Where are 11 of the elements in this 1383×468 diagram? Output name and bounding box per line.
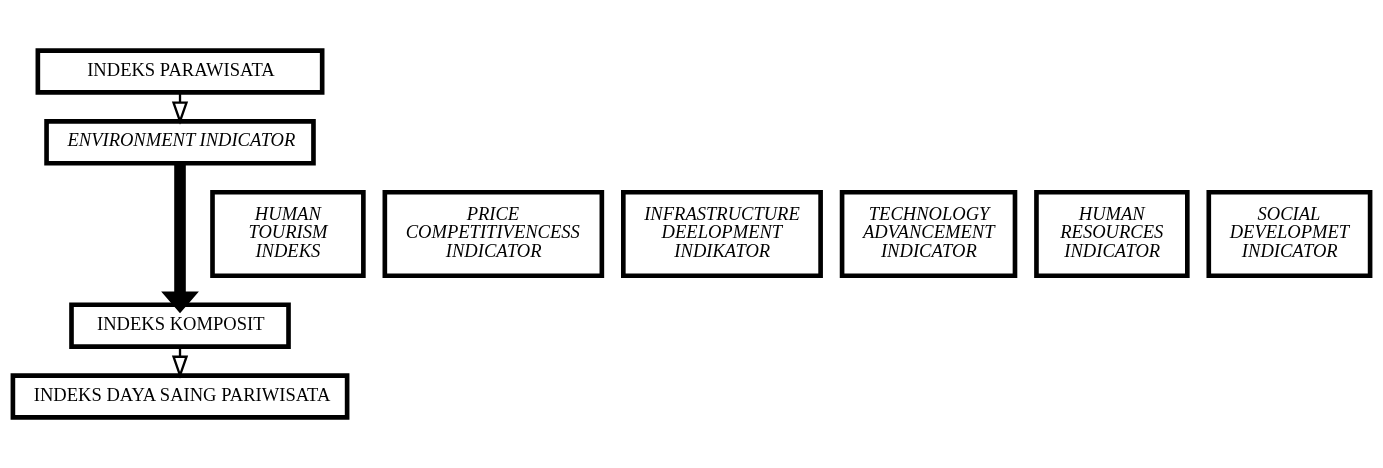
node-box: INDEKS PARAWISATA [35, 48, 325, 95]
arrow [161, 163, 199, 314]
node-box: INDEKS KOMPOSIT [69, 302, 291, 349]
node-box: TECHNOLOGY ADVANCEMENT INDICATOR [839, 189, 1018, 279]
node-box: PRICE COMPETITIVENCESS INDICATOR [382, 189, 605, 279]
node-box: HUMAN RESOURCES INDICATOR [1034, 189, 1190, 279]
node-box: SOCIAL DEVELOPMET INDICATOR [1206, 189, 1373, 279]
node-box: INFRASTRUCTURE DEELOPMENT INDIKATOR [621, 189, 823, 279]
node-box: HUMAN TOURISM INDEKS [210, 189, 366, 279]
node-box: ENVIRONMENT INDICATOR [44, 119, 316, 166]
node-box: INDEKS DAYA SAING PARIWISATA [10, 373, 350, 420]
